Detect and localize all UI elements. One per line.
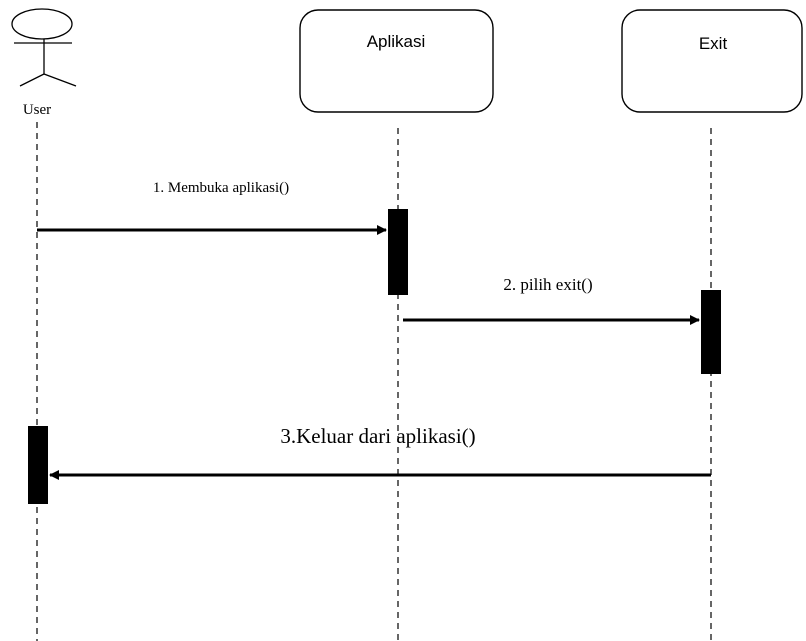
participant-aplikasi-box bbox=[299, 9, 494, 113]
message-1-label: 1. Membuka aplikasi() bbox=[153, 180, 289, 196]
participant-exit-box bbox=[621, 9, 803, 113]
message-2-label: 2. pilih exit() bbox=[503, 275, 592, 294]
activation-bar-exit bbox=[701, 290, 721, 374]
participant-aplikasi-label: Aplikasi bbox=[367, 32, 426, 51]
message-3-label: 3.Keluar dari aplikasi() bbox=[280, 424, 475, 448]
activation-bar-aplikasi bbox=[388, 209, 408, 295]
participant-exit-label: Exit bbox=[699, 34, 728, 53]
participant-user-label: User bbox=[23, 102, 51, 118]
user-actor-icon bbox=[11, 8, 77, 87]
activation-bar-user bbox=[28, 426, 48, 504]
